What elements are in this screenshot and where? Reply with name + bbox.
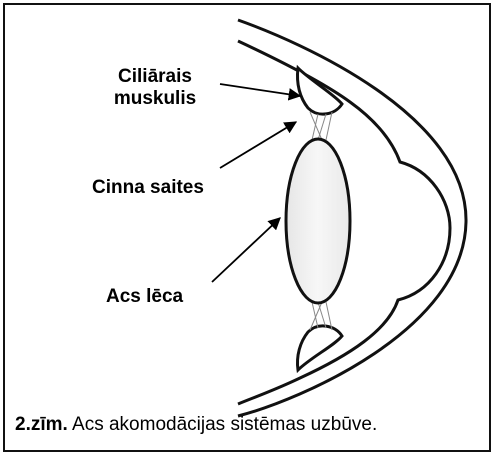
figure-caption: 2.zīm. Acs akomodācijas sistēmas uzbūve. (15, 414, 377, 436)
zonule-fibers-top (310, 112, 332, 140)
label-ciliary-muscle: Ciliārais muskulis (100, 66, 210, 110)
eye-outer-wall (238, 20, 466, 416)
arrow-zonules (220, 122, 296, 168)
label-lens: Acs lēca (106, 286, 183, 308)
arrow-lens (212, 218, 280, 282)
label-ciliary-line2: muskulis (100, 88, 210, 110)
ciliary-muscle-bottom (297, 326, 342, 370)
label-ciliary-line1: Ciliārais (100, 66, 210, 88)
arrow-ciliary (220, 84, 300, 96)
label-zonules: Cinna saites (92, 177, 204, 199)
caption-text: Acs akomodācijas sistēmas uzbūve. (68, 414, 377, 435)
lens-shape (286, 139, 350, 303)
caption-number: 2.zīm. (15, 414, 68, 435)
